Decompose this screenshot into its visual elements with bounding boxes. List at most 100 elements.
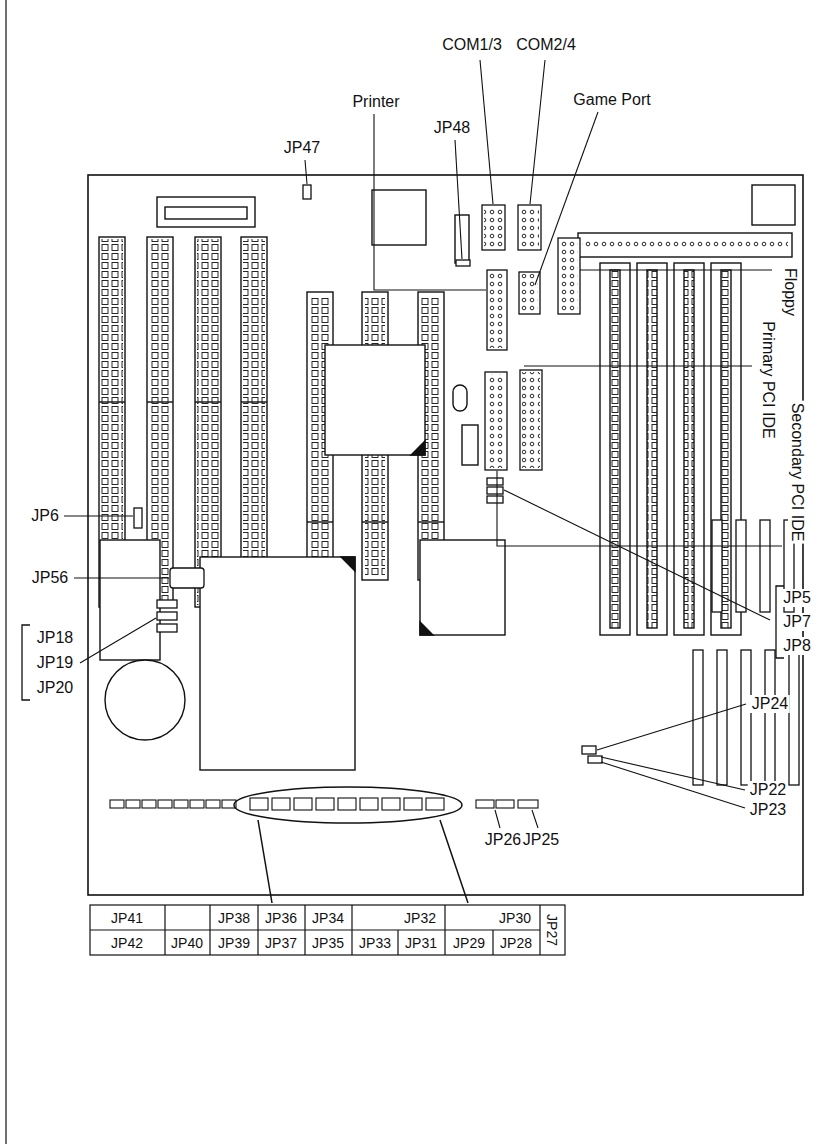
headers-part — [520, 370, 542, 470]
callout-label: JP22 — [748, 781, 788, 799]
bottom-jumper-row-part — [272, 798, 290, 810]
callout-label: Primary PCI IDE — [759, 319, 777, 440]
table-cell: JP40 — [171, 936, 203, 950]
table-cell: JP35 — [312, 936, 344, 950]
isa-slots-part — [197, 239, 219, 605]
bottom-jumper-row-part — [294, 798, 312, 810]
callout-label: JP18 — [35, 629, 75, 647]
table-cell: JP33 — [359, 936, 391, 950]
cache-slots-part — [760, 520, 770, 612]
headers-part — [520, 207, 539, 248]
leader-lines-part — [80, 618, 156, 663]
headers-part — [489, 272, 505, 348]
bottom-jumper-row — [110, 798, 538, 810]
jumper-table-part — [257, 905, 258, 955]
bottom-jumper-row-part — [404, 798, 422, 810]
chips-part — [341, 557, 355, 571]
power-connector — [578, 233, 792, 257]
chips-part — [420, 540, 505, 635]
headers-part — [518, 205, 541, 250]
cache-slots-part — [736, 520, 746, 612]
power-connector-part — [578, 233, 792, 257]
jumper-table-part — [397, 930, 398, 955]
bottom-jumper-row-part — [518, 800, 538, 808]
jumper-table-part — [351, 905, 352, 955]
headers-part — [487, 270, 507, 350]
pci-slots-part — [362, 521, 388, 522]
leader-lines-part — [580, 269, 772, 270]
chips-part — [372, 190, 426, 245]
headers-part — [519, 272, 540, 314]
bottom-jumper-row-part — [126, 800, 140, 808]
table-cell: JP38 — [218, 911, 250, 925]
callout-label: JP23 — [748, 801, 788, 819]
leader-lines-part — [532, 810, 538, 828]
chips-part — [105, 660, 185, 740]
callout-label: JP20 — [35, 679, 75, 697]
headers — [482, 205, 580, 470]
callout-label: JP26 — [483, 831, 523, 849]
callout-label: Printer — [350, 93, 401, 111]
simm-slots-part — [684, 270, 694, 628]
headers-part — [485, 372, 507, 470]
headers-part — [521, 274, 538, 312]
jumpers-part — [303, 185, 311, 199]
chips-part — [325, 345, 425, 455]
bottom-jumper-row-part — [142, 800, 156, 808]
leader-lines-part — [74, 577, 169, 578]
table-cell: JP34 — [312, 911, 344, 925]
leader-lines-part — [597, 704, 746, 750]
chips-part — [462, 425, 478, 465]
bottom-jumper-row-part — [338, 798, 356, 810]
pci-slots-part — [418, 521, 444, 522]
callout-label: JP7 — [781, 613, 813, 631]
headers-part — [487, 374, 505, 468]
chips-part — [157, 197, 255, 227]
leader-lines-part — [495, 810, 500, 828]
leader-lines-part — [497, 471, 782, 546]
callout-label: JP25 — [521, 831, 561, 849]
jumpers-part — [157, 624, 177, 632]
table-cell: JP42 — [111, 936, 143, 950]
jumper-table-part — [444, 905, 445, 955]
chips-part — [100, 540, 160, 660]
jumper-table-part — [539, 905, 540, 955]
bottom-jumper-row-part — [190, 800, 204, 808]
table-cell: JP29 — [453, 936, 485, 950]
jumpers-part — [487, 487, 503, 494]
board-outline — [88, 175, 803, 895]
leader-lines-part — [305, 160, 307, 184]
callout-label: JP56 — [30, 569, 70, 587]
leader-lines-part — [455, 140, 462, 259]
cache-slots-part — [741, 650, 751, 785]
chips-part — [752, 185, 795, 225]
bottom-jumper-row-part — [174, 800, 188, 808]
jumpers-part — [134, 508, 142, 528]
table-cell: JP28 — [500, 936, 532, 950]
headers-part — [522, 372, 540, 468]
bottom-jumper-row-part — [426, 798, 444, 810]
jumpers-part — [487, 496, 503, 503]
page-frame — [5, 0, 6, 1144]
isa-slots-part — [99, 401, 125, 402]
jumpers-part — [157, 612, 177, 620]
callout-label: JP48 — [432, 119, 472, 137]
callout-label: JP6 — [29, 507, 61, 525]
bottom-jumper-row-part — [250, 798, 268, 810]
callout-label: JP24 — [750, 695, 790, 713]
callout-label: Floppy — [781, 266, 799, 318]
table-cell: JP27 — [545, 914, 559, 946]
simm-slots-part — [647, 270, 657, 628]
chips-part — [165, 207, 247, 219]
headers-part — [484, 207, 503, 248]
headers-part — [560, 240, 578, 312]
table-cell: JP36 — [265, 911, 297, 925]
callout-label: JP47 — [282, 139, 322, 157]
jumper-table-part — [90, 929, 540, 930]
table-cell: JP30 — [499, 911, 531, 925]
table-cell: JP31 — [405, 936, 437, 950]
jumper-table-part — [209, 905, 210, 955]
callout-label: JP5 — [781, 589, 813, 607]
bottom-jumper-row-part — [476, 800, 494, 808]
leader-lines-part — [374, 114, 486, 290]
